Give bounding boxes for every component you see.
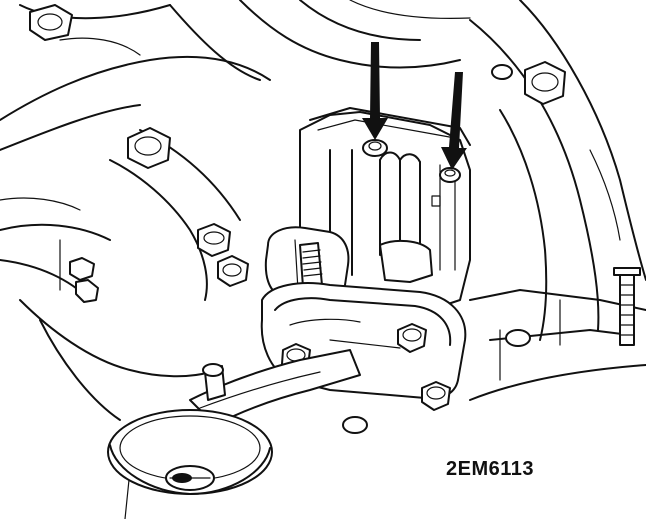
bolt-right-small — [491, 64, 513, 80]
bolt-mid-left-b — [217, 255, 249, 287]
bolt-crank-left — [127, 127, 171, 169]
background-bolts — [29, 4, 641, 347]
bolt-far-left — [69, 257, 99, 303]
bolt-mid-left-a — [197, 223, 231, 257]
pump-mount-bolt-2 — [439, 167, 461, 183]
cover-bolt-lower — [421, 381, 451, 411]
oil-pump-body — [260, 107, 471, 434]
figure-code: 2EM6113 — [446, 458, 535, 480]
arrow-2 — [441, 72, 467, 170]
arrow-1 — [362, 42, 388, 140]
pump-mount-bolt-1 — [362, 139, 388, 157]
oil-strainer — [107, 409, 273, 495]
pump-drive-gear — [264, 226, 350, 303]
bolt-lower-right — [505, 329, 531, 347]
cover-bolt-right — [397, 323, 427, 353]
stud-right — [613, 267, 641, 346]
oil-pickup-tube — [189, 349, 361, 426]
bolt-top-right — [524, 61, 566, 105]
bolt-top-left — [29, 4, 73, 41]
cover-bolt-bottom — [342, 416, 368, 434]
